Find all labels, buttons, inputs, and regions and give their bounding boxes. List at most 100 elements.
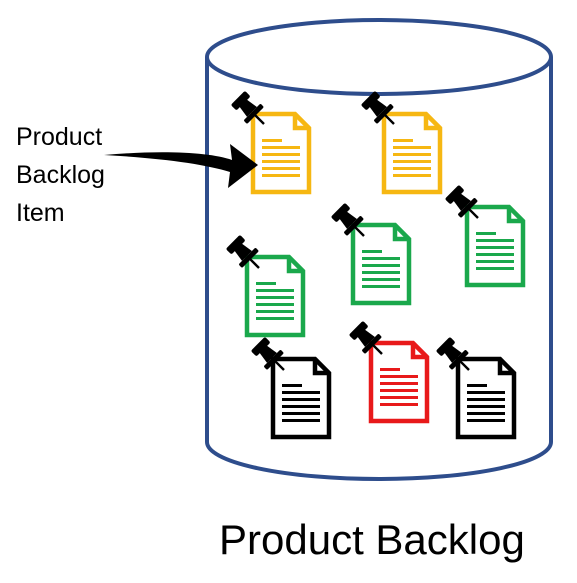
backlog-items: [226, 91, 526, 440]
backlog-item-black-1: [251, 337, 332, 440]
pin-needle: [353, 225, 365, 237]
document-fold: [292, 114, 309, 131]
pin-needle: [371, 343, 383, 355]
document-text-line: [256, 282, 276, 285]
document-icon: [244, 254, 306, 338]
pin-head: [231, 91, 250, 110]
document-text-line: [262, 160, 300, 163]
pin-head: [361, 91, 380, 110]
document-text-line: [256, 289, 294, 292]
cylinder-body: [205, 57, 553, 481]
pin-needle: [458, 359, 470, 371]
document-text-line: [362, 285, 400, 288]
cylinder-icon: [205, 18, 553, 481]
pushpin-icon: [361, 91, 395, 125]
document-text-line: [282, 419, 320, 422]
pin-body: [239, 99, 257, 117]
document-text-line: [362, 257, 400, 260]
document-text-line: [256, 310, 294, 313]
pushpin-icon: [436, 337, 470, 371]
pin-head: [331, 203, 350, 222]
pin-collar: [239, 248, 259, 268]
backlog-item-green-2: [331, 203, 412, 306]
document-text-line: [380, 389, 418, 392]
document-text-line: [262, 174, 300, 177]
document-text-line: [262, 146, 300, 149]
pin-collar: [244, 104, 264, 124]
pin-body: [259, 345, 277, 363]
document-text-line: [467, 419, 505, 422]
pin-collar: [362, 334, 382, 354]
document-text-line: [362, 278, 400, 281]
document-text-line: [476, 239, 514, 242]
document-icon: [455, 356, 517, 440]
backlog-item-yellow-2: [361, 91, 443, 195]
document-icon: [350, 222, 412, 306]
document-icon: [250, 111, 312, 195]
document-text-line: [256, 317, 294, 320]
document-icon: [381, 111, 443, 195]
document-text-line: [476, 267, 514, 270]
document-text-line: [467, 384, 487, 387]
document-text-line: [393, 160, 431, 163]
pin-head: [436, 337, 455, 356]
pin-needle: [467, 207, 479, 219]
pin-head: [349, 321, 368, 340]
pin-collar: [344, 216, 364, 236]
pin-body: [369, 99, 387, 117]
pin-collar: [374, 104, 394, 124]
document-text-line: [262, 153, 300, 156]
pin-collar: [449, 350, 469, 370]
pin-needle: [253, 113, 265, 125]
document-text-line: [476, 246, 514, 249]
document-text-line: [467, 398, 505, 401]
document-fold: [506, 207, 523, 224]
pin-body: [339, 211, 357, 229]
document-icon: [464, 204, 526, 288]
document-text-line: [467, 391, 505, 394]
document-text-line: [282, 384, 302, 387]
document-text-line: [282, 412, 320, 415]
curved-arrow-icon: [104, 144, 258, 188]
callout-line-1: Product: [16, 123, 103, 151]
document-text-line: [262, 139, 282, 142]
document-fold: [497, 359, 514, 376]
callout-label: Product Backlog Item: [16, 118, 105, 232]
pushpin-icon: [331, 203, 365, 237]
document-text-line: [256, 303, 294, 306]
document-text-line: [362, 250, 382, 253]
document-text-line: [380, 396, 418, 399]
document-text-line: [393, 139, 413, 142]
document-fold: [286, 257, 303, 274]
cylinder-top: [205, 18, 553, 96]
backlog-item-green-1: [226, 235, 306, 338]
document-text-line: [467, 405, 505, 408]
pin-collar: [458, 198, 478, 218]
pin-body: [444, 345, 462, 363]
document-text-line: [282, 405, 320, 408]
pin-needle: [383, 113, 395, 125]
pin-body: [453, 193, 471, 211]
document-text-line: [256, 296, 294, 299]
callout-line-3: Item: [16, 199, 65, 227]
document-fold: [392, 225, 409, 242]
pin-collar: [264, 350, 284, 370]
document-text-line: [476, 253, 514, 256]
document-text-line: [362, 264, 400, 267]
backlog-item-green-3: [445, 185, 526, 288]
pushpin-icon: [226, 235, 260, 269]
pin-needle: [273, 359, 285, 371]
pin-body: [357, 329, 375, 347]
pin-head: [445, 185, 464, 204]
document-fold: [312, 359, 329, 376]
document-icon: [368, 340, 430, 424]
pin-needle: [248, 257, 260, 269]
callout-line-2: Backlog: [16, 161, 105, 189]
pushpin-icon: [251, 337, 285, 371]
document-text-line: [393, 167, 431, 170]
document-text-line: [476, 260, 514, 263]
pushpin-icon: [445, 185, 479, 219]
pin-head: [251, 337, 270, 356]
